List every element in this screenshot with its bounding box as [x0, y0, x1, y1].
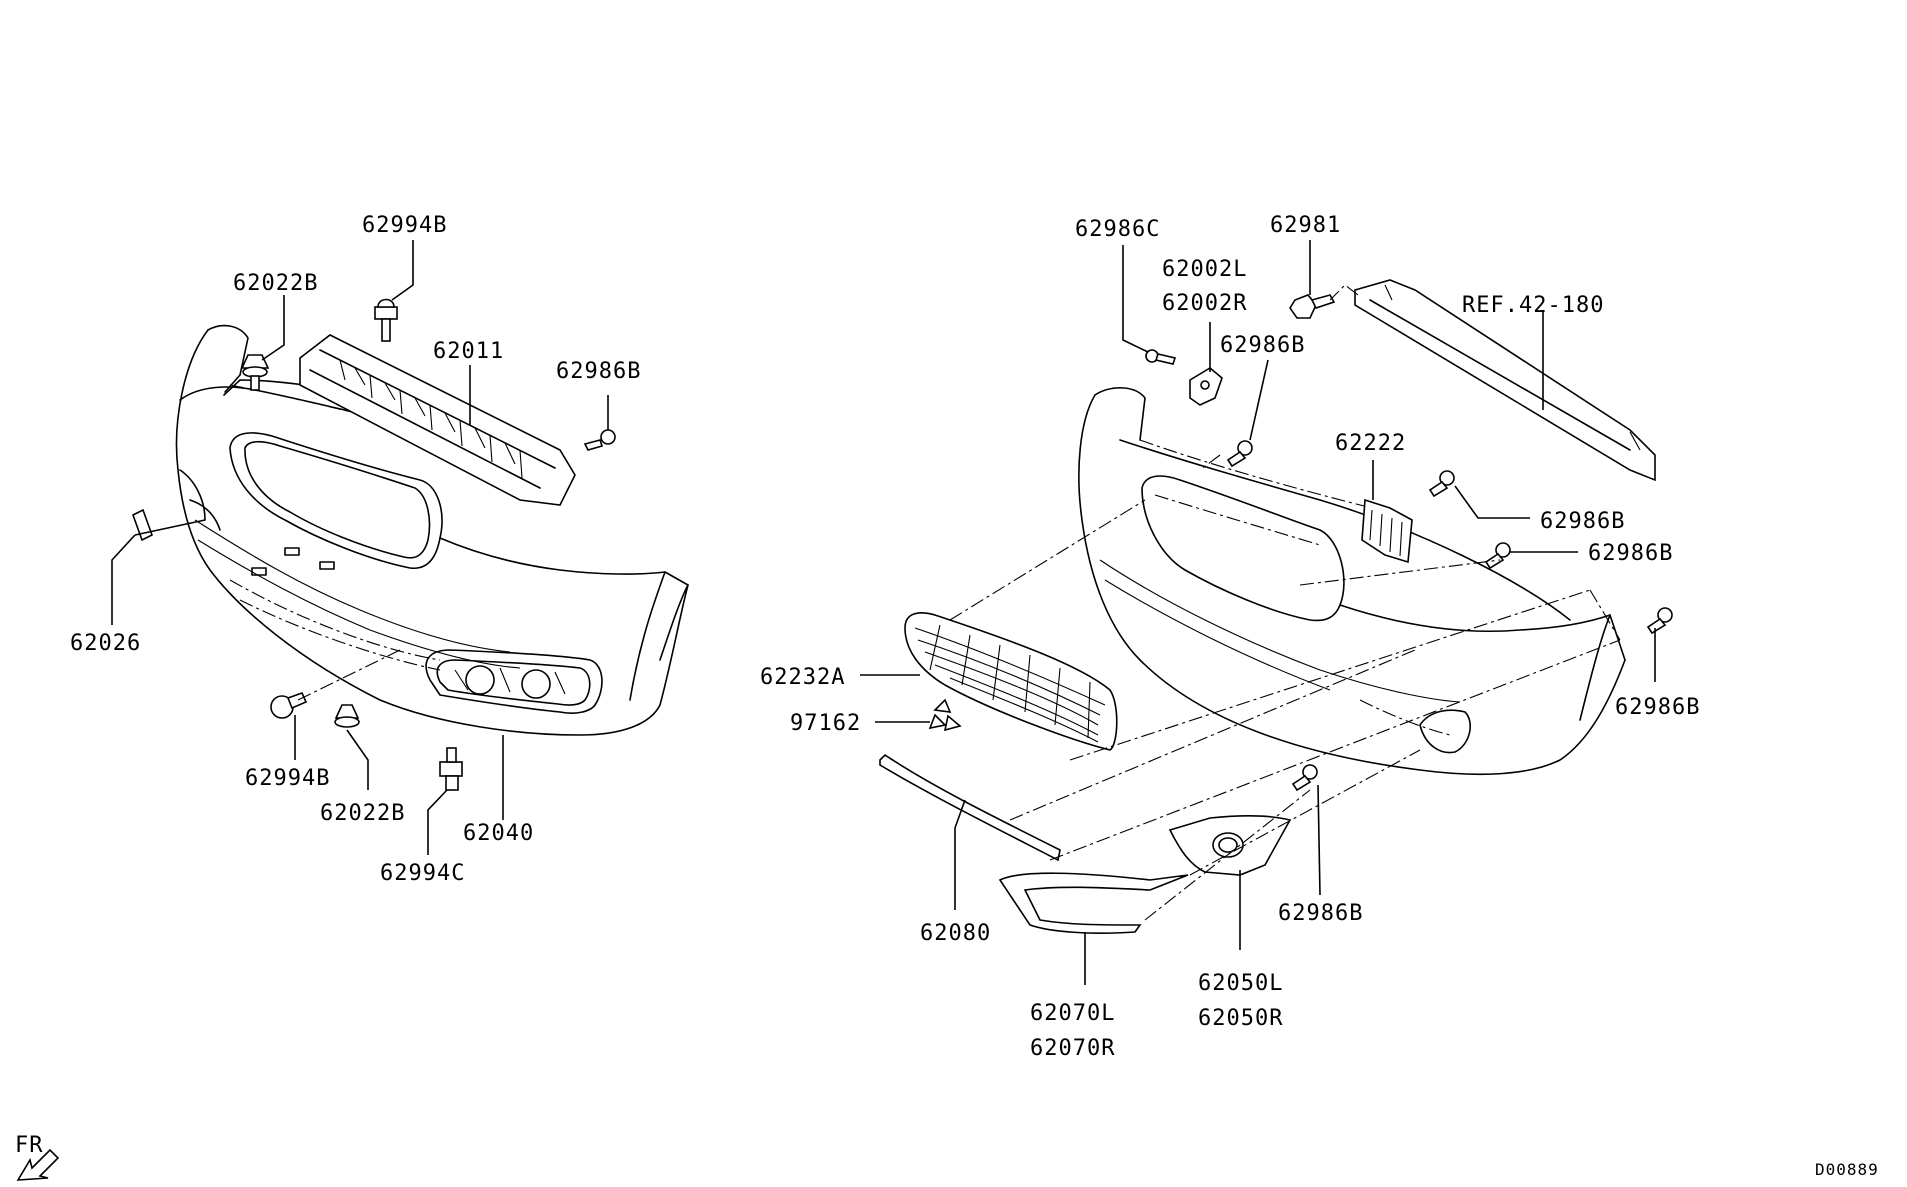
bolt-62994B-bottom [270, 691, 308, 719]
label-62040: 62040 [463, 821, 534, 846]
grille-62232A [904, 612, 1118, 751]
garnish-strip-62080 [879, 753, 1061, 862]
left-leader-lines [111, 240, 609, 855]
screw-62986B-b [1428, 470, 1455, 498]
label-62050L: 62050L [1198, 971, 1283, 996]
label-ref-42-180: REF.42-180 [1462, 293, 1604, 318]
label-62986B-c: 62986B [1588, 541, 1673, 566]
front-direction-arrow-icon [16, 1148, 60, 1181]
bezel-62070 [998, 872, 1189, 934]
screw-62986C [1145, 349, 1177, 365]
label-62986B-d: 62986B [1615, 695, 1700, 720]
bumper-support-bracket [299, 334, 576, 506]
clip-62022B-bottom [334, 704, 360, 728]
label-62986B-e: 62986B [1278, 901, 1363, 926]
label-62070R: 62070R [1030, 1036, 1115, 1061]
screw-62986B-e [1291, 764, 1318, 792]
screw-62986B-d [1646, 607, 1673, 635]
emblem-97162 [928, 698, 962, 732]
label-62050R: 62050R [1198, 1006, 1283, 1031]
fastener-62994B-top [374, 298, 398, 342]
screw-62986B-a [1226, 440, 1253, 468]
label-62986C: 62986C [1075, 217, 1160, 242]
label-62222: 62222 [1335, 431, 1406, 456]
label-62994B-top: 62994B [362, 213, 447, 238]
label-97162: 97162 [790, 711, 861, 736]
label-62022B-top: 62022B [233, 271, 318, 296]
label-62002R: 62002R [1162, 291, 1247, 316]
label-62022B-bottom: 62022B [320, 801, 405, 826]
label-62994B-bottom: 62994B [245, 766, 330, 791]
clip-62022B-top [240, 354, 270, 391]
label-62981: 62981 [1270, 213, 1341, 238]
diagram-code: D00889 [1815, 1160, 1879, 1179]
part-labels: 62994B 62022B 62011 62986B 62026 62994B … [15, 213, 1879, 1179]
bolt-62994C [439, 747, 463, 791]
fog-lamp-62050 [1168, 815, 1292, 876]
right-leader-lines [860, 240, 1656, 985]
label-62986B-b: 62986B [1540, 509, 1625, 534]
front-bumper-cover-right-view [1078, 387, 1626, 776]
label-fr: FR [15, 1133, 44, 1158]
label-62002L: 62002L [1162, 257, 1247, 282]
label-62080: 62080 [920, 921, 991, 946]
label-62994C: 62994C [380, 861, 465, 886]
label-62986B-a: 62986B [1220, 333, 1305, 358]
screw-62986B-left [583, 429, 616, 451]
screw-62986B-c [1484, 542, 1511, 570]
label-62026: 62026 [70, 631, 141, 656]
bumper-reinforcement [1354, 279, 1656, 482]
label-62232A: 62232A [760, 665, 845, 690]
bolt-62981 [1289, 294, 1336, 319]
bracket-62002 [1189, 367, 1223, 406]
label-62070L: 62070L [1030, 1001, 1115, 1026]
label-62986B-left: 62986B [556, 359, 641, 384]
label-62011: 62011 [433, 339, 504, 364]
part-62222 [1361, 498, 1413, 564]
